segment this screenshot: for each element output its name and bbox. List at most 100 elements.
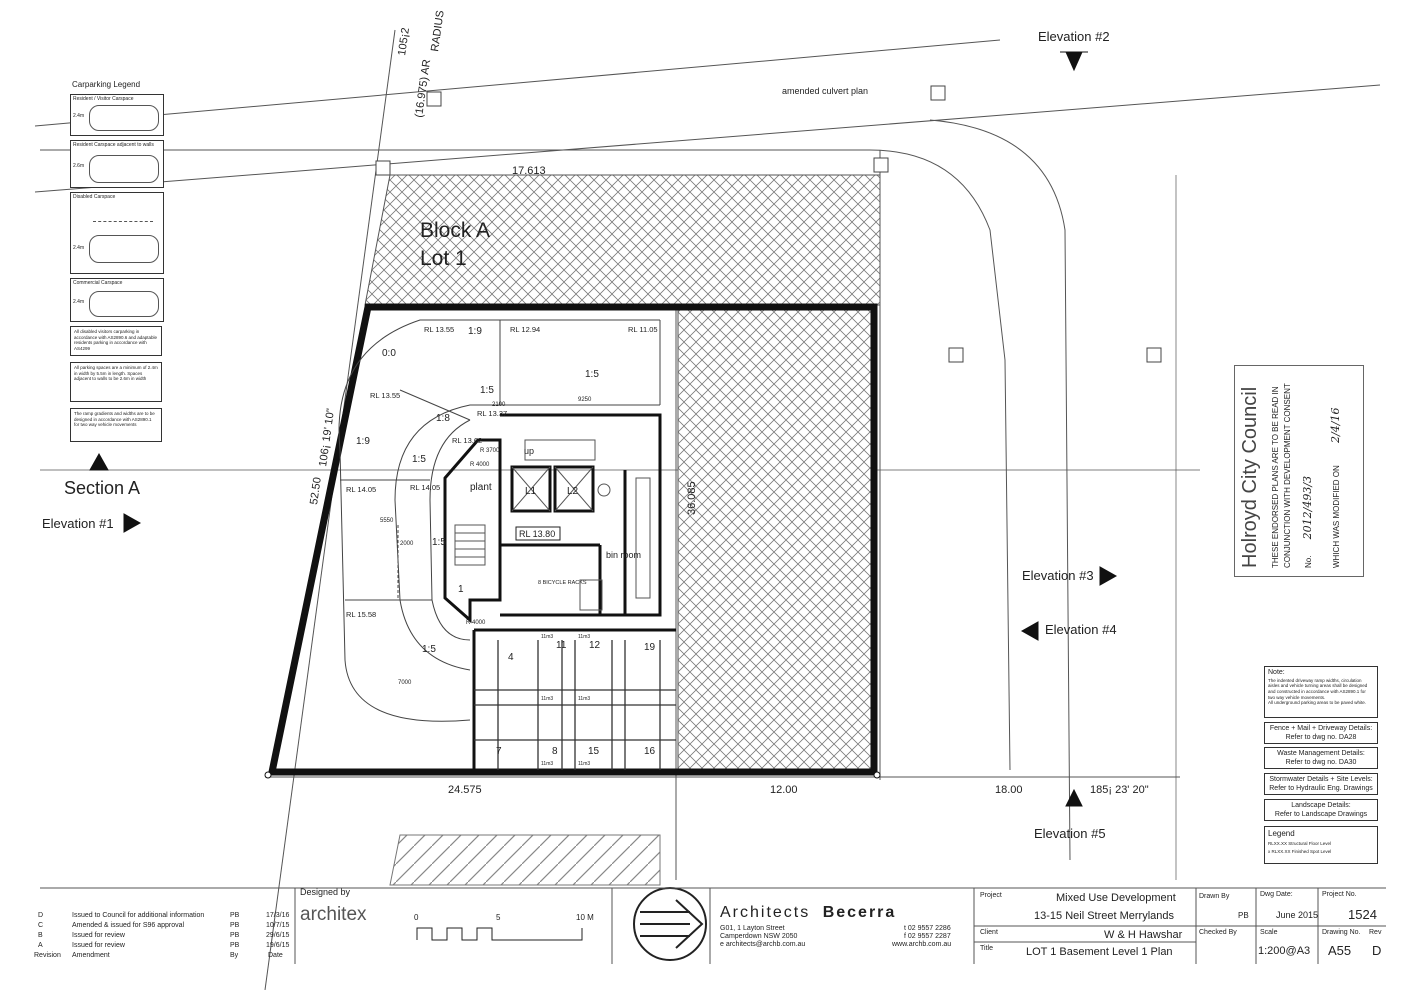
revision-row: C Amended & issued for S96 approval PB 1… [30,922,292,932]
revision-row: A Issued for review PB 19/6/15 [30,942,292,952]
legend-item-dim: 2.4m [73,299,85,305]
council-name: Holroyd City Council [1239,386,1261,568]
legend-note-text: All parking spaces are a minimum of 2.4m… [74,365,158,382]
firm-phone: t 02 9557 2286 [904,925,951,932]
ramp-grade: 1:8 [436,413,450,424]
ref-title: Waste Management Details: [1277,750,1365,757]
designed-by-label: Designed by [300,887,351,897]
parking-numbers: 1 4 7 8 11 12 15 16 19 [458,584,656,757]
plan-dim: 5550 [380,518,394,524]
block-label-1: Block A [420,219,490,242]
bicycle-racks: 8 BICYCLE RACKS [538,580,587,586]
rl-box-label: RL 13.80 [519,529,555,539]
spot-level: RL 14.05 [410,483,440,492]
rev-label: Rev [1369,929,1382,936]
right-length: 36.085 [686,481,698,515]
bottom-mid-length: 12.00 [770,784,798,796]
title-label: Title [980,945,993,952]
legend-item-label: Resident Carspace adjacent to walls [73,142,154,148]
storage-label: 11m3 [578,696,590,702]
client-label: Client [980,929,998,936]
ramp-grade: 1:5 [412,454,426,465]
arc-note: (16.975) AR [413,59,433,119]
legend-title: Legend [1268,829,1295,838]
title-block-lines [40,887,1386,964]
parking-stalls [474,640,676,770]
elevation-5: Elevation #5 [1034,826,1106,841]
spot-level: RL 13.37 [477,409,507,418]
legend-item-dim: 2.6m [73,163,85,169]
hatched-lot-area [364,174,881,306]
stamp-mod-label: WHICH WAS MODIFIED ON [1332,465,1341,568]
legend-item: RLXX.XX Structural Floor Level [1268,841,1332,846]
elevation-2: Elevation #2 [1038,29,1110,44]
date-value: June 2015 [1276,910,1319,920]
plan-dim: R 4000 [470,462,490,468]
bottom-right-length: 18.00 [995,784,1023,796]
scale-value: 1:200@A3 [1258,945,1311,957]
space-number: 12 [589,640,601,651]
space-number: 7 [496,746,502,757]
spot-levels: RL 13.55 RL 12.94 RL 11.05 RL 13.55 RL 1… [346,325,658,619]
firm-name-light: Architects [720,904,811,921]
legend-note-2: All parking spaces are a minimum of 2.4m… [70,362,162,402]
rl-box [515,526,561,541]
revision-date: 17/3/16 [266,912,290,919]
basement-boundary [267,303,878,776]
top-length: 17.613 [512,165,546,177]
ramp-grade: 0:0 [382,348,396,359]
project-label: Project [980,892,1002,899]
stamp-no-value: 2012/493/3 [1301,475,1314,540]
council-stamp: Holroyd City Council THESE ENDORSED PLAN… [1234,365,1364,577]
stamp-no-label: No. [1304,555,1313,568]
ramp-grade: 1:5 [480,385,494,396]
ref-title: Fence + Mail + Driveway Details: [1269,725,1373,732]
firm-name: Architects Becerra [720,904,896,922]
legend-note-text: All disabled visitors carparking in acco… [74,329,158,351]
drawing-no-label: Drawing No. [1322,929,1361,936]
revision-desc: Issued for review [72,942,125,949]
stamp-line-3: No. 2012/493/3 [1301,476,1314,568]
revision-header-by: By [230,952,239,959]
ramp-lines [338,319,661,722]
drawing-no-value: A55 [1328,943,1352,958]
legend-item-label: Commercial Carspace [73,280,123,286]
drawing-title: LOT 1 Basement Level 1 Plan [1026,946,1173,958]
legend-note-1: All disabled visitors carparking in acco… [70,326,162,356]
side-note-text-2: All underground parking areas to be pave… [1268,700,1367,706]
ref-text: Refer to dwg no. DA30 [1285,758,1357,766]
space-number: 11 [556,640,567,651]
revision-header: Revision Amendment By Date [30,952,292,962]
revision-by: PB [230,932,240,939]
plan-dim: R 4000 [466,620,486,626]
ref-text: Refer to Landscape Drawings [1274,810,1368,818]
firm-web: www.archb.com.au [892,941,952,948]
bottom-left-length: 24.575 [448,784,482,796]
scale-10: 10 M [576,913,594,922]
ref-waste: Waste Management Details: Refer to dwg n… [1264,747,1378,769]
revision-code: C [38,922,44,929]
project-name: Mixed Use Development [1056,892,1176,904]
car-icon [89,105,159,131]
project-no-value: 1524 [1348,907,1377,922]
plan-dimensions: 9250 2100 5550 2000 R 3700 R 4000 R 4000… [380,397,592,686]
side-note-title: Note: [1268,669,1285,676]
elevation-3: Elevation #3 [1022,568,1094,583]
ramp-gradients: 0:0 1:9 1:5 1:8 1:5 1:9 1:5 1:5 1:5 [356,326,599,655]
plan-dim: 9250 [578,397,592,403]
plan-dim: 7000 [398,680,412,686]
revision-desc: Issued for review [72,932,125,939]
space-number: 1 [458,584,464,595]
client-name: W & H Hawshar [1104,929,1183,941]
building-core [443,413,676,770]
spot-level: RL 15.58 [346,610,376,619]
revision-date: 29/6/15 [266,932,290,939]
firm-name-bold: Becerra [822,904,897,921]
section-label: Section A [64,478,140,498]
elevation-1: Elevation #1 [42,516,114,531]
bottom-bearing: 185¡ 23' 20" [1090,784,1149,796]
revision-desc: Amended & issued for S96 approval [72,922,185,929]
drawn-label: Drawn By [1199,893,1230,900]
ramp-grade: 1:9 [356,436,370,447]
scale-5: 5 [496,913,501,922]
